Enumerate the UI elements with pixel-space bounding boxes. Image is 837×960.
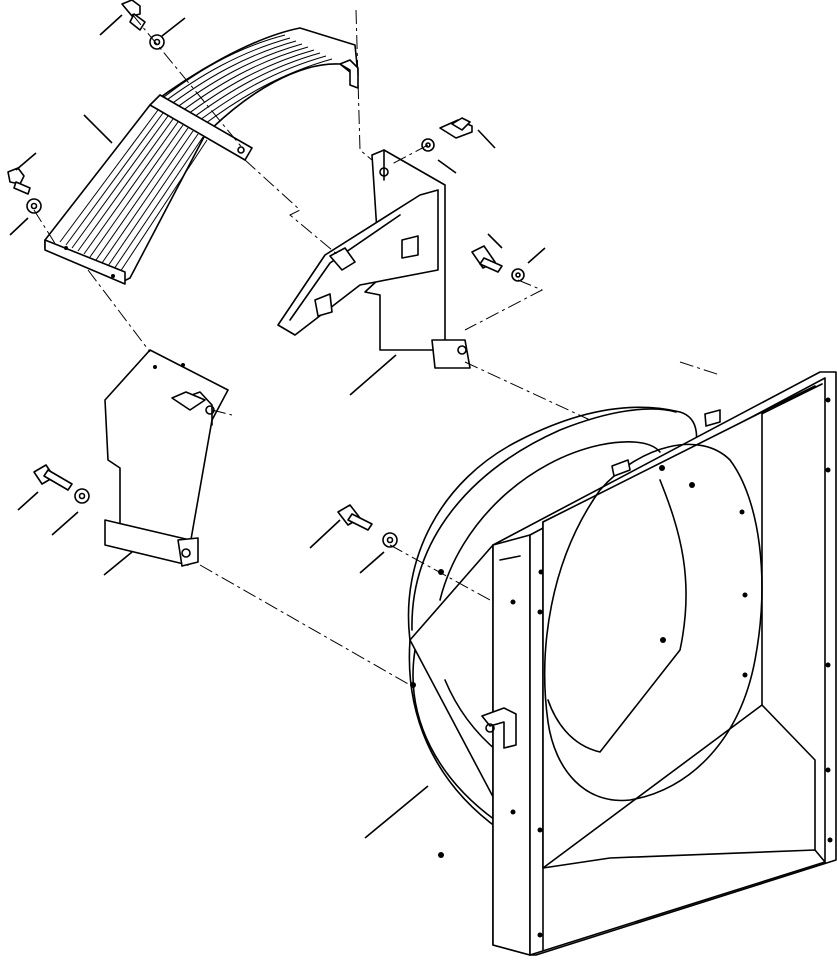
washer-right-upper — [421, 138, 435, 152]
callout-leader-4 — [15, 152, 37, 171]
callout-leader-12 — [51, 511, 79, 536]
bolt-center — [337, 504, 373, 531]
callout-leader-5 — [9, 217, 29, 236]
callout-leader-11 — [17, 491, 39, 511]
callout-leader-13 — [103, 551, 133, 576]
upper-bracket — [277, 149, 471, 369]
callout-leader-2 — [161, 17, 186, 37]
callout-leaders — [9, 14, 546, 839]
callout-leader-1 — [99, 14, 123, 36]
washer-lower-left — [74, 488, 90, 504]
washer-right-middle — [511, 268, 525, 282]
callout-leader-6 — [477, 129, 496, 149]
callout-leader-10 — [349, 354, 397, 396]
callout-leader-14 — [309, 519, 341, 549]
bolt-upper-left — [7, 167, 31, 195]
bolt-lower-left — [33, 464, 73, 491]
washer-center — [382, 532, 398, 548]
bolt-right-middle — [471, 245, 503, 273]
screen-grille — [44, 27, 359, 285]
callout-leader-9 — [527, 247, 546, 264]
fan-shroud — [407, 371, 837, 956]
washer-upper-left — [26, 198, 42, 214]
bolt-right-upper — [439, 117, 473, 139]
assembly-lines — [33, 9, 721, 686]
washer-upper-left-top — [149, 34, 165, 50]
lower-bracket — [104, 349, 229, 567]
bolt-upper-left-top — [121, 0, 146, 31]
callout-leader-15 — [359, 551, 385, 574]
callout-leader-3 — [83, 114, 113, 144]
callout-leader-16 — [364, 785, 429, 839]
callout-leader-8 — [487, 233, 503, 249]
callout-leader-7 — [437, 159, 457, 174]
